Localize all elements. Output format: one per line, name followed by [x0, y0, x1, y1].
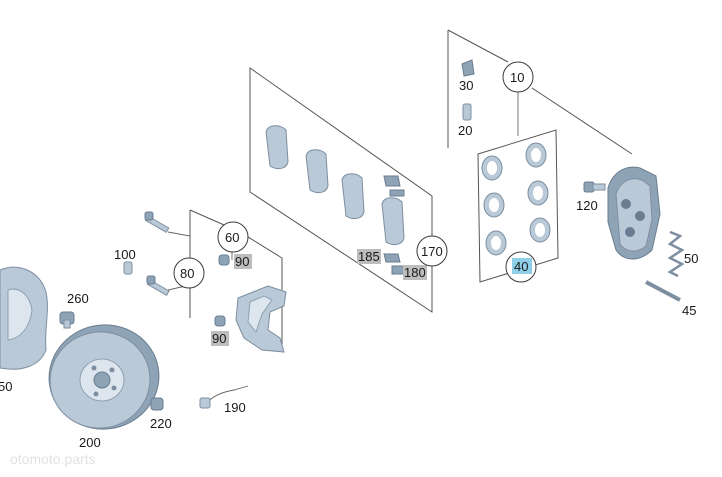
- pin-45: [645, 280, 681, 302]
- bleed-cap-30: [461, 59, 475, 77]
- frame-brake-pads: [249, 67, 433, 313]
- label-100[interactable]: 100: [114, 247, 136, 262]
- label-20[interactable]: 20: [458, 123, 472, 138]
- label-50-right[interactable]: 50: [684, 251, 698, 266]
- frame-caliper: [447, 29, 633, 155]
- label-260[interactable]: 260: [67, 291, 89, 306]
- label-170[interactable]: 170: [421, 244, 443, 259]
- caliper-bracket: [235, 285, 287, 353]
- label-90-bottom[interactable]: 90: [212, 331, 226, 346]
- label-180[interactable]: 180: [404, 265, 426, 280]
- label-120[interactable]: 120: [576, 198, 598, 213]
- callout-circle-60: [217, 221, 249, 253]
- screw-220: [150, 397, 164, 411]
- label-190[interactable]: 190: [224, 400, 246, 415]
- highlight-185: [357, 249, 381, 264]
- label-10[interactable]: 10: [510, 70, 524, 85]
- label-200[interactable]: 200: [79, 435, 101, 450]
- highlight-40: [512, 258, 532, 274]
- bushing-90-top: [218, 254, 230, 266]
- callout-circle-170: [416, 235, 448, 267]
- brake-pads: [265, 125, 405, 246]
- label-90-top[interactable]: 90: [235, 254, 249, 269]
- piston-seals: [481, 142, 551, 256]
- label-40[interactable]: 40: [514, 259, 528, 274]
- label-60[interactable]: 60: [225, 230, 239, 245]
- label-220[interactable]: 220: [150, 416, 172, 431]
- label-50-left[interactable]: 50: [0, 379, 12, 394]
- watermark: otomoto.parts: [10, 451, 96, 467]
- bolt-120: [583, 181, 606, 193]
- bolts-100: [123, 211, 170, 297]
- pad-clips: [383, 175, 405, 275]
- bleed-valve-20: [462, 103, 472, 121]
- dust-shield: [0, 266, 48, 370]
- label-185[interactable]: 185: [358, 249, 380, 264]
- brake-disc: [48, 324, 160, 430]
- label-30[interactable]: 30: [459, 78, 473, 93]
- highlight-90-top: [234, 254, 252, 269]
- frame-seal-kit: [477, 129, 559, 283]
- label-45[interactable]: 45: [682, 303, 696, 318]
- caliper-body: [607, 166, 661, 260]
- spring-50: [667, 230, 685, 278]
- wear-sensor-190: [199, 385, 249, 409]
- callout-circle-10: [502, 61, 534, 93]
- bushing-90-bottom: [214, 315, 226, 327]
- screw-260: [59, 311, 75, 329]
- highlight-90-bottom: [211, 331, 229, 346]
- highlight-180: [403, 265, 427, 280]
- callout-circle-80: [173, 257, 205, 289]
- label-80[interactable]: 80: [180, 266, 194, 281]
